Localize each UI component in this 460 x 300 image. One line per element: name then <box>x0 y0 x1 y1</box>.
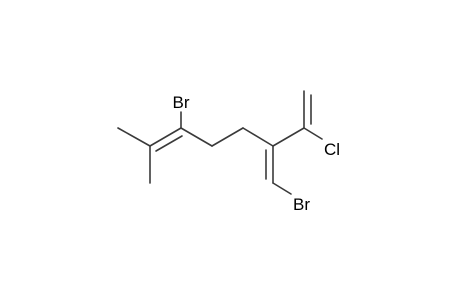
bond-methyl-upper <box>117 127 151 147</box>
bond-c-vinyl <box>272 127 305 147</box>
bond-trisubstituted-alkene <box>149 127 182 147</box>
chlorine-label: Cl <box>324 140 340 159</box>
bond-chain-1 <box>180 127 213 147</box>
bond-trisubstituted-alkene-second <box>155 135 183 152</box>
bond-chain-2 <box>211 127 244 147</box>
bond-ch-br-bottom <box>272 182 292 195</box>
bromine-label-top: Br <box>173 93 190 112</box>
bond-chain-3 <box>242 127 274 147</box>
bond-c-cl <box>303 127 323 140</box>
bromine-label-bottom: Br <box>293 195 310 214</box>
